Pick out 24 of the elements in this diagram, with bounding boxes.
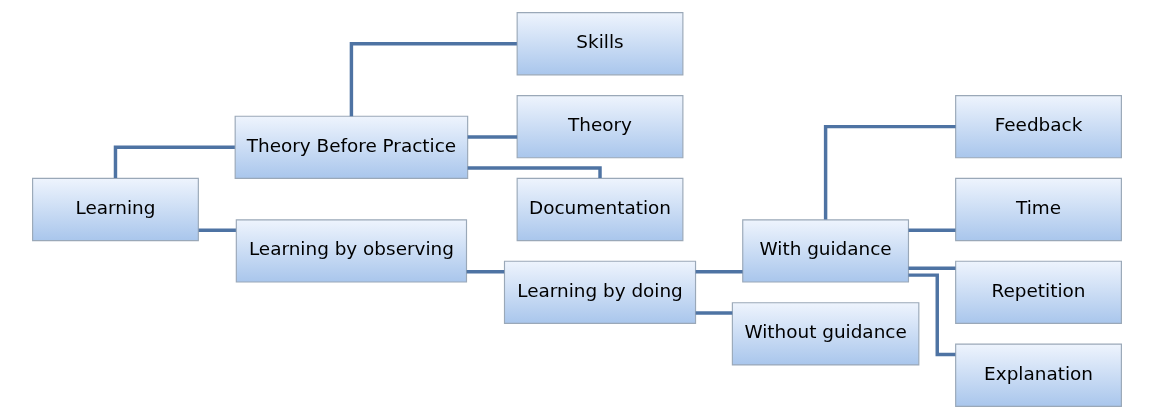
connector: [908, 266, 955, 270]
node-box: Explanation: [954, 343, 1122, 407]
connector: [198, 228, 236, 232]
connector: [467, 135, 517, 139]
node-box: Theory: [516, 95, 683, 159]
connector: [908, 228, 955, 232]
node-box: Repetition: [954, 260, 1122, 324]
connector: [466, 269, 504, 274]
node-box: Feedback: [954, 95, 1122, 159]
node-box: Skills: [516, 12, 683, 76]
connector: [349, 42, 517, 117]
node-box: Learning: [31, 177, 199, 242]
connector: [823, 124, 956, 220]
node-box: Documentation: [516, 177, 683, 242]
connector: [695, 269, 743, 274]
node-box: With guidance: [741, 219, 909, 283]
node-box: Learning by doing: [503, 260, 696, 324]
node-box: Learning by observing: [235, 219, 467, 283]
connector: [695, 311, 732, 315]
connector: [467, 166, 602, 179]
node-box: Theory Before Practice: [234, 115, 468, 179]
node-box: Without guidance: [731, 302, 919, 366]
node-box: Time: [954, 177, 1122, 242]
connector: [113, 145, 235, 179]
